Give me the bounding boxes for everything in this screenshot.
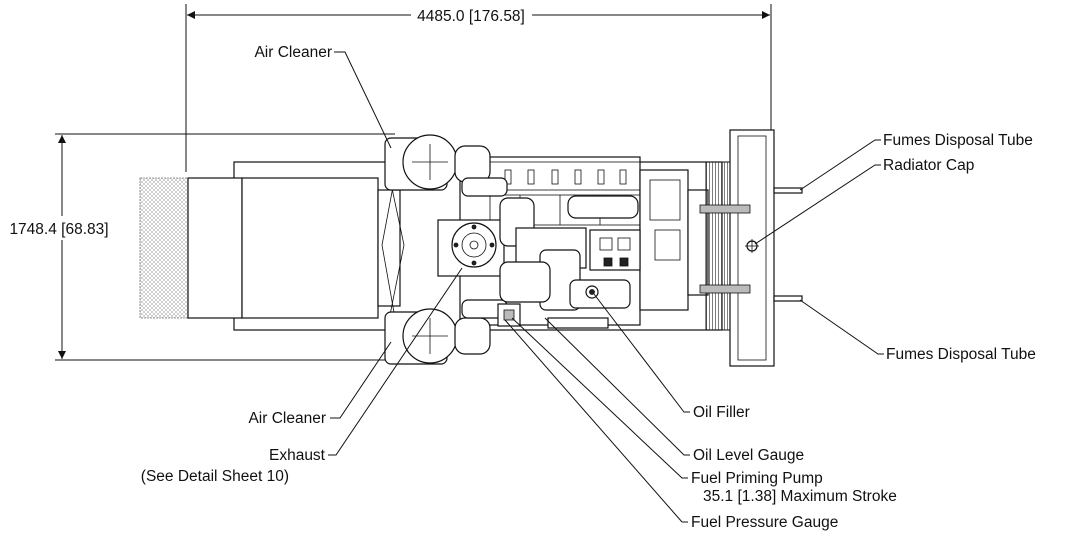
callout-labels: Air Cleaner Air Cleaner Exhaust (See Det… (141, 44, 1036, 531)
radiator (699, 129, 775, 367)
length-dimension-text: 4485.0 [176.58] (417, 8, 525, 25)
width-dimension: 1748.4 [68.83] (9, 133, 395, 361)
callout-exhaust-detail: (See Detail Sheet 10) (141, 468, 289, 485)
oil-filler (569, 279, 631, 309)
callout-air-cleaner-top: Air Cleaner (254, 44, 332, 61)
length-dimension: 4485.0 [176.58] (185, 4, 772, 172)
callout-fuel-priming-pump-stroke: 35.1 [1.38] Maximum Stroke (703, 488, 897, 505)
width-dimension-text: 1748.4 [68.83] (9, 221, 108, 238)
callout-exhaust: Exhaust (269, 447, 326, 464)
callout-radiator-cap: Radiator Cap (883, 157, 974, 174)
callout-fuel-pressure-gauge: Fuel Pressure Gauge (691, 514, 838, 531)
callout-air-cleaner-bottom: Air Cleaner (248, 410, 326, 427)
radiator-cap (745, 239, 759, 253)
air-cleaner-top (384, 134, 508, 197)
callout-oil-filler: Oil Filler (693, 404, 750, 421)
callout-fumes-disposal-top: Fumes Disposal Tube (883, 132, 1033, 149)
leader-lines (328, 51, 884, 523)
turbo-piping (499, 195, 641, 311)
fumes-disposal-tubes (773, 187, 803, 302)
callout-fumes-disposal-bottom: Fumes Disposal Tube (886, 346, 1036, 363)
generator-assembly (139, 129, 803, 367)
air-cleaner-bottom (384, 299, 508, 365)
exhaust-outlet (437, 219, 505, 277)
callout-fuel-priming-pump: Fuel Priming Pump (691, 470, 823, 487)
callout-oil-level-gauge: Oil Level Gauge (693, 447, 804, 464)
